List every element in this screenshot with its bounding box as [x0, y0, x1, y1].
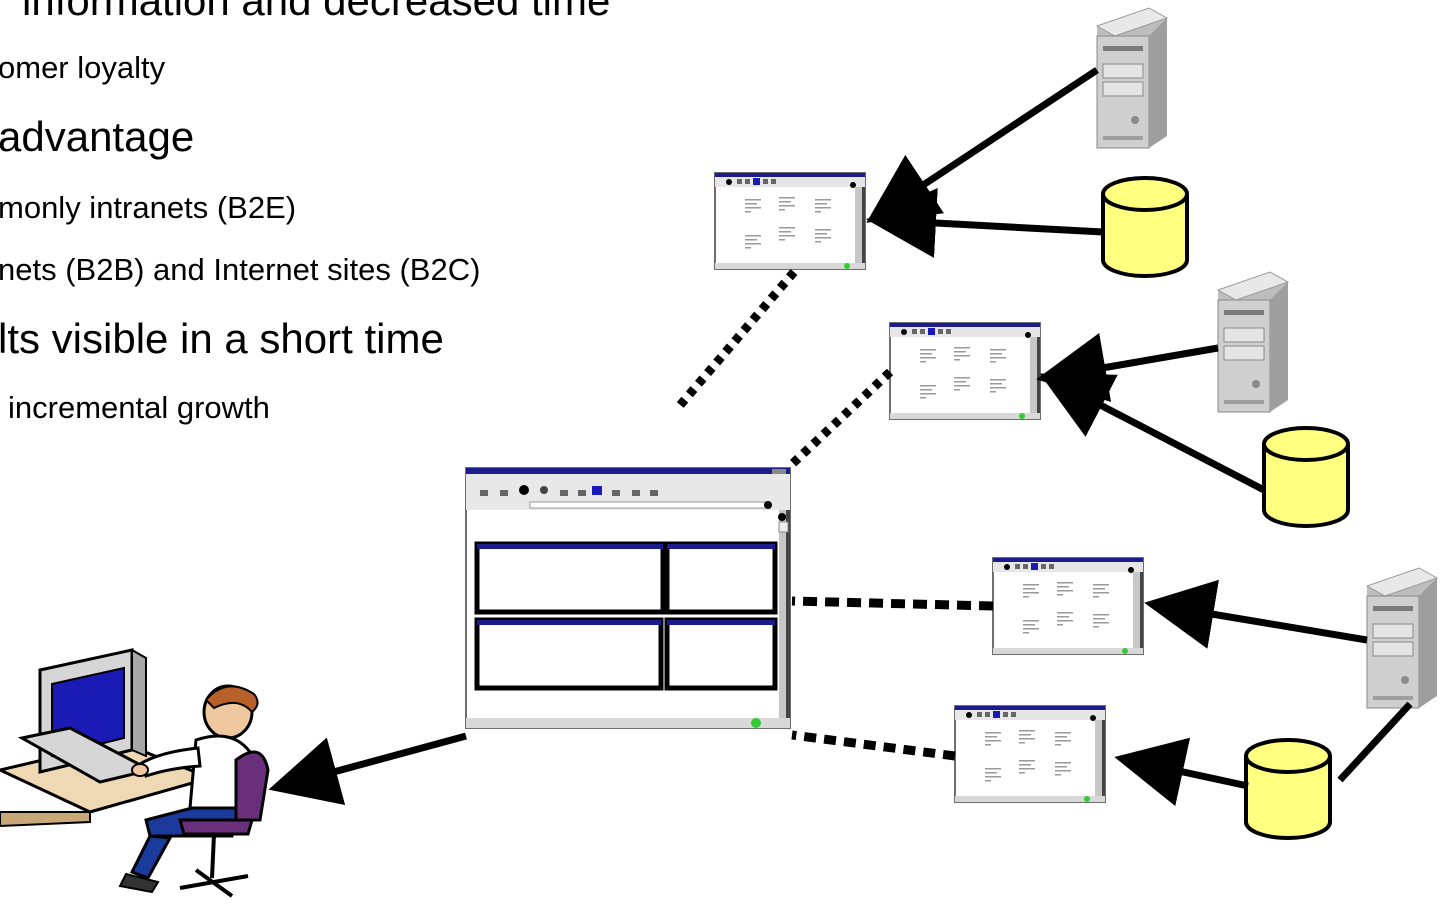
server-1 — [1096, 7, 1168, 149]
browser-window-3 — [992, 557, 1144, 655]
bullet-customer-loyalty: omer loyalty — [0, 50, 166, 85]
portal-browser-window — [465, 467, 791, 729]
dashed-window1-to-portal — [672, 269, 798, 413]
user-at-computer-clipart — [0, 648, 270, 898]
arrow-portal-to-user — [268, 732, 467, 806]
arrow-server1-to-window1 — [866, 67, 1099, 223]
server-2 — [1217, 271, 1289, 413]
arrow-db2-to-window2 — [1039, 373, 1266, 494]
bullet-results-visible: lts visible in a short time — [0, 315, 444, 362]
arrow-db3-to-window4 — [1114, 737, 1249, 807]
dashed-window2-to-portal — [786, 368, 894, 470]
dashed-window3-to-portal — [791, 596, 994, 611]
database-3 — [1244, 738, 1332, 840]
bullet-advantage: advantage — [0, 113, 195, 160]
browser-window-1 — [714, 172, 866, 270]
database-2 — [1262, 426, 1350, 528]
bullet-intranets: monly intranets (B2E) — [0, 190, 297, 225]
bullet-decreased-time: information and decreased time — [22, 0, 611, 24]
dashed-window4-to-portal — [791, 730, 956, 761]
browser-window-4 — [954, 705, 1106, 803]
arrow-server2-to-window2 — [1036, 332, 1219, 402]
database-1 — [1101, 176, 1189, 278]
arrow-db1-to-window1 — [866, 188, 1104, 258]
arrow-server3-to-window3 — [1144, 579, 1368, 649]
server-3 — [1366, 567, 1438, 709]
browser-window-2 — [889, 322, 1041, 420]
line-server3-to-db3 — [1337, 701, 1413, 783]
bullet-extranets-internet: nets (B2B) and Internet sites (B2C) — [0, 252, 481, 287]
bullet-incremental-growth: incremental growth — [8, 390, 270, 425]
